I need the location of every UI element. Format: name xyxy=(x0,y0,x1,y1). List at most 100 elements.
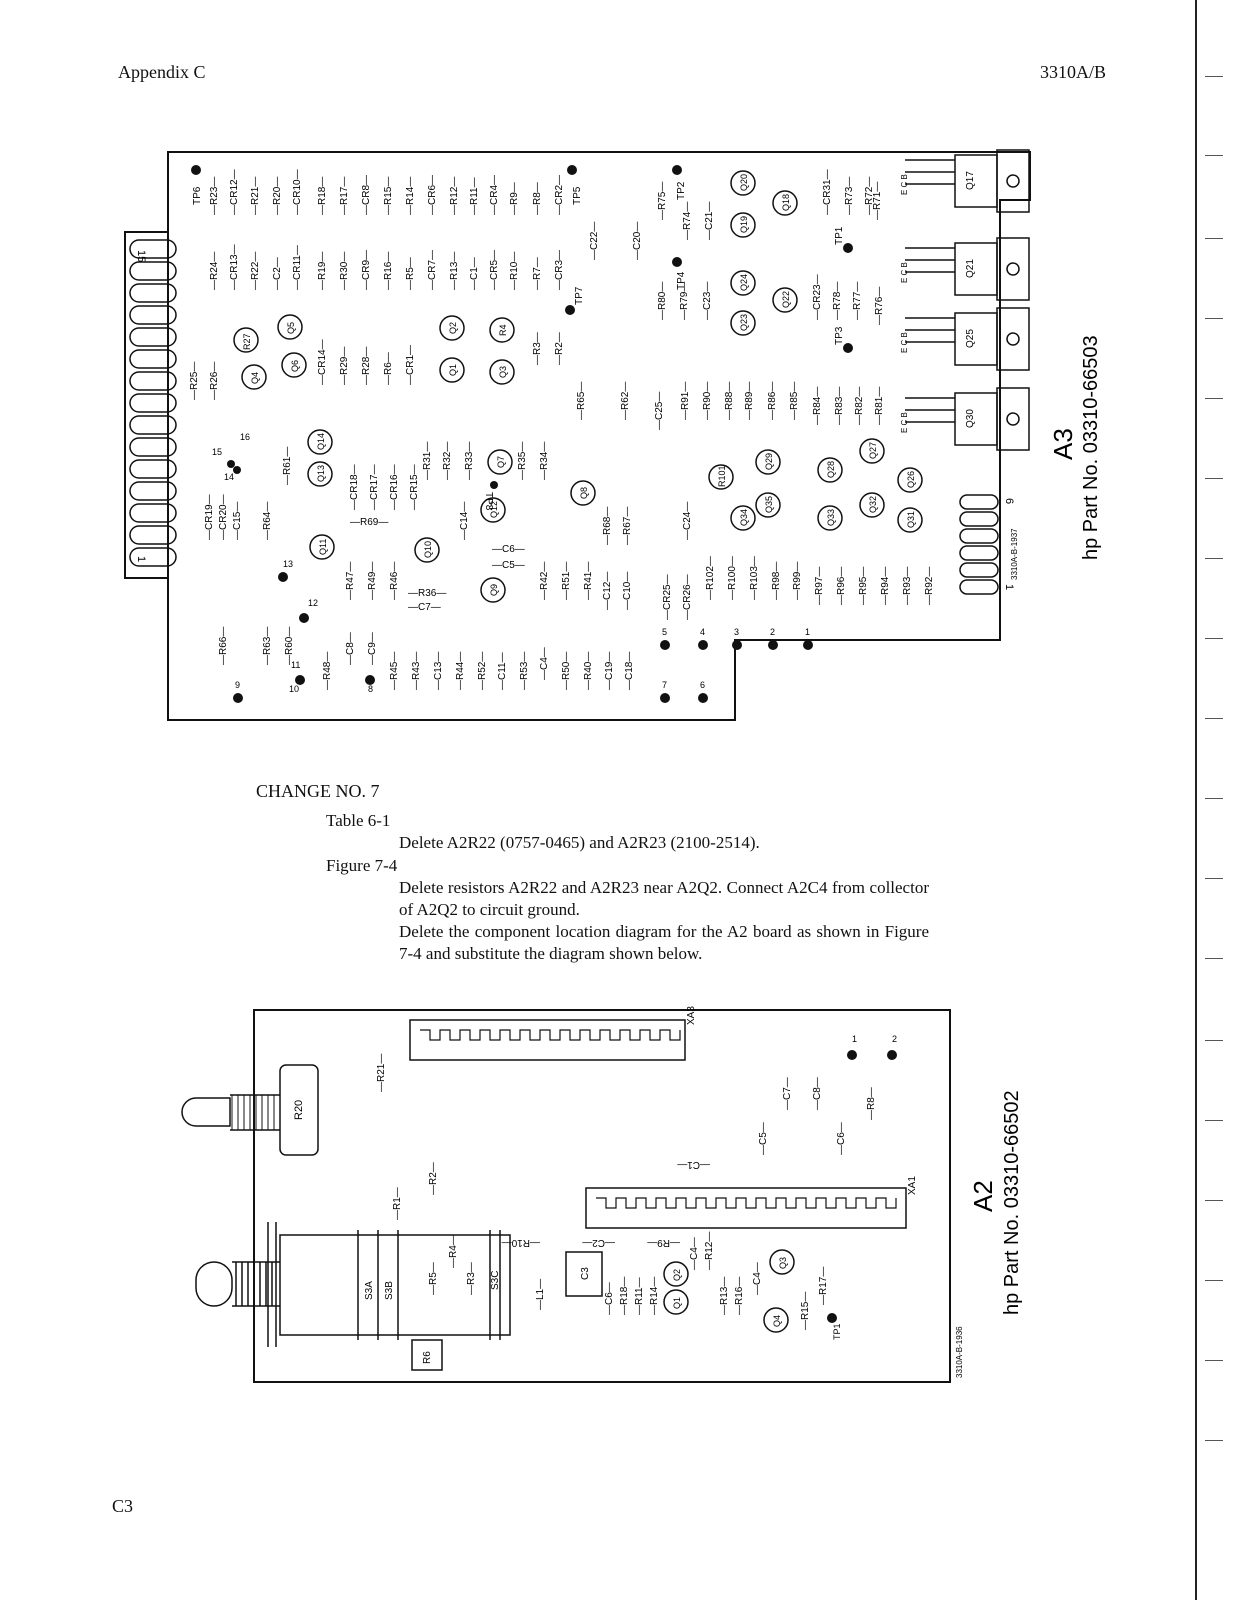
a3-label: —C22— xyxy=(589,222,600,260)
xa3-connector xyxy=(409,1019,686,1061)
edge-tick xyxy=(1205,398,1223,399)
a3-label: —R102— xyxy=(705,556,716,600)
svg-text:—R4—: —R4— xyxy=(448,1235,459,1268)
a2-pad-1: 1 xyxy=(852,1034,857,1044)
r20-label: R20 xyxy=(293,1100,305,1120)
a3-label: —R8— xyxy=(532,182,543,215)
r20-pot xyxy=(279,1064,319,1156)
a3-board-outline xyxy=(167,151,1031,721)
svg-text:—R5—: —R5— xyxy=(428,1262,439,1295)
a3-edge-pin-first: 1 xyxy=(135,556,147,562)
svg-text:7: 7 xyxy=(662,680,667,690)
a3-test-points xyxy=(191,165,853,703)
svg-text:2: 2 xyxy=(770,627,775,637)
a3-label: —C24— xyxy=(682,502,693,540)
svg-text:—R12—: —R12— xyxy=(704,1232,715,1270)
a3-label: —CR11— xyxy=(292,245,303,290)
q30-label: Q30 xyxy=(965,409,976,428)
svg-text:Q29: Q29 xyxy=(764,453,774,470)
a3-label: —CR10— xyxy=(292,169,303,215)
a3-label: —C12— xyxy=(602,572,613,610)
change-text-figure: Delete resistors A2R22 and A2R23 near A2… xyxy=(399,877,929,965)
a3-label: —C15— xyxy=(232,502,243,540)
a3-label: —C6— xyxy=(492,544,525,555)
a2-drawing-number: 3310A-B-1936 xyxy=(955,1326,964,1378)
change-paragraph: Delete resistors A2R22 and A2R23 near A2… xyxy=(399,878,929,919)
svg-text:—R9—: —R9— xyxy=(647,1237,680,1248)
a3-label: —R77— xyxy=(852,282,863,320)
a3-label: —C19— xyxy=(604,652,615,690)
a3-label: —R96— xyxy=(836,567,847,605)
edge-tick xyxy=(1205,1280,1223,1281)
edge-tick xyxy=(1205,798,1223,799)
a3-part-number: hp Part No. 03310-66503 xyxy=(1080,335,1102,560)
a3-label: —C4— xyxy=(539,647,550,680)
a3-label: —R24— xyxy=(209,252,220,290)
svg-text:Q32: Q32 xyxy=(868,496,878,513)
a3-label: —R74— xyxy=(682,202,693,240)
svg-text:R27: R27 xyxy=(242,333,252,350)
a2-assembly-label: A2 xyxy=(968,1180,998,1212)
a3-label: —R22— xyxy=(250,252,261,290)
svg-text:11: 11 xyxy=(291,660,300,670)
a3-label: —R13— xyxy=(449,252,460,290)
a3-label: —R68— xyxy=(602,507,613,545)
svg-text:—C1—: —C1— xyxy=(677,1159,710,1170)
svg-text:—C4—: —C4— xyxy=(752,1262,763,1295)
a3-label: —C7— xyxy=(408,602,441,613)
a3-label: —R92— xyxy=(924,567,935,605)
a3-label: —R97— xyxy=(814,567,825,605)
ecb-label: E C B xyxy=(900,412,909,433)
a3-label: —CR12— xyxy=(229,169,240,215)
svg-text:Q18: Q18 xyxy=(781,194,791,211)
svg-text:Q2: Q2 xyxy=(672,1269,682,1281)
a3-label: —R47— xyxy=(345,562,356,600)
svg-text:—R10—: —R10— xyxy=(502,1237,540,1248)
svg-text:—C8—: —C8— xyxy=(812,1077,823,1110)
svg-text:12: 12 xyxy=(308,598,318,608)
svg-text:Q4: Q4 xyxy=(772,1315,782,1327)
a3-label: —C18— xyxy=(624,652,635,690)
a3-label: —R93— xyxy=(902,567,913,605)
page-edge xyxy=(1195,0,1197,1600)
change-ref-figure: Figure 7-4 xyxy=(326,856,398,875)
svg-text:Q7: Q7 xyxy=(496,456,506,468)
edge-tick xyxy=(1205,958,1223,959)
xa3-label: XA3 xyxy=(686,1006,697,1025)
svg-text:R101: R101 xyxy=(717,465,727,487)
a3-label: —R3— xyxy=(532,332,543,365)
a3-label: —R62— xyxy=(620,382,631,420)
svg-text:Q1: Q1 xyxy=(672,1297,682,1309)
a2-transistor-labels: Q1 Q2 Q3 Q4 xyxy=(672,1257,788,1327)
a3-label: —C2— xyxy=(272,257,283,290)
a3-label: —R52— xyxy=(477,652,488,690)
ecb-label: E C B xyxy=(900,262,909,283)
svg-text:14: 14 xyxy=(224,472,234,482)
a3-edge-connector xyxy=(124,231,168,579)
change-title: CHANGE NO. 7 xyxy=(256,781,380,801)
r6-label: R6 xyxy=(422,1351,433,1364)
a3-label: —R63— xyxy=(262,627,273,665)
svg-text:Q3: Q3 xyxy=(778,1257,788,1269)
a3-label: —R88— xyxy=(724,382,735,420)
svg-text:—R13—: —R13— xyxy=(719,1277,730,1315)
a3-label: —R99— xyxy=(792,562,803,600)
a3-label: —R2— xyxy=(554,332,565,365)
a3-label: —R49— xyxy=(367,562,378,600)
a3-label: —R85— xyxy=(789,382,800,420)
a3-label: —R30— xyxy=(339,252,350,290)
a2-transistor-circles xyxy=(663,1249,795,1333)
edge-tick xyxy=(1205,718,1223,719)
ecb-label: E C B xyxy=(900,174,909,195)
change-paragraph: Delete the component location diagram fo… xyxy=(399,922,929,963)
a3-label: —R42— xyxy=(539,562,550,600)
c3-label: C3 xyxy=(580,1267,591,1280)
svg-text:TP8: TP8 xyxy=(483,492,494,511)
svg-text:Q4: Q4 xyxy=(250,372,260,384)
header-right: 3310A/B xyxy=(1040,62,1107,82)
a2-board-outline xyxy=(253,1009,951,1383)
a3-label: —R69— xyxy=(350,517,388,528)
svg-text:—C2—: —C2— xyxy=(582,1237,615,1248)
a3-drawing-number: 3310A-B-1937 xyxy=(1010,528,1019,580)
a3-label: —R32— xyxy=(442,442,453,480)
